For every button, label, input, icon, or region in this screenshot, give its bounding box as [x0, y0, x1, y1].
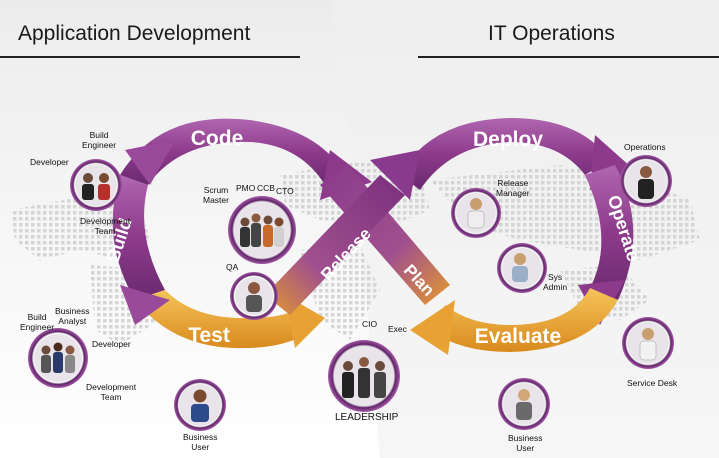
- label-scrum-master: Scrum Master: [203, 185, 229, 205]
- label-cto: CTO: [276, 186, 294, 196]
- avatar-leadership: [328, 340, 400, 412]
- label-operations: Operations: [624, 142, 666, 152]
- label-development-team-top: Development Team: [80, 216, 131, 236]
- label-service-desk: Service Desk: [627, 378, 678, 388]
- label-exec: Exec: [388, 324, 407, 334]
- label-build-engineer-bottom: Build Engineer: [20, 312, 55, 332]
- label-pmo: PMO: [236, 183, 256, 193]
- center-crossing: [265, 150, 450, 315]
- avatar-qa: [230, 272, 278, 320]
- header-it-operations: IT Operations: [488, 22, 615, 45]
- label-developer-bottom: Developer: [92, 339, 131, 349]
- label-cio: CIO: [362, 319, 378, 329]
- label-release-manager: Release Manager: [496, 178, 530, 198]
- label-qa: QA: [226, 262, 239, 272]
- phase-test: Test: [188, 324, 230, 347]
- avatar-dev-team-bottom: [28, 328, 88, 388]
- avatar-release-manager: [451, 188, 501, 238]
- label-leadership: LEADERSHIP: [335, 412, 399, 423]
- avatar-business-user-right: [498, 378, 550, 430]
- avatars: [28, 155, 674, 431]
- label-development-team-bottom: Development Team: [86, 382, 137, 402]
- phase-code: Code: [191, 127, 244, 150]
- avatar-operations: [620, 155, 672, 207]
- avatar-dev-team-top: [70, 159, 122, 211]
- avatar-sys-admin: [497, 243, 547, 293]
- header-application-development: Application Development: [18, 22, 251, 45]
- label-sys-admin: Sys Admin: [543, 272, 568, 292]
- right-loop: [400, 118, 640, 355]
- avatar-scrum-team: [228, 196, 296, 264]
- phase-deploy: Deploy: [473, 128, 543, 151]
- phase-evaluate: Evaluate: [475, 325, 561, 348]
- label-business-analyst: Business Analyst: [55, 306, 90, 326]
- label-ccb: CCB: [257, 183, 275, 193]
- label-business-user-left: Business User: [183, 432, 218, 452]
- header-right-underline: [418, 56, 719, 58]
- avatar-service-desk: [622, 317, 674, 369]
- label-developer-top: Developer: [30, 157, 69, 167]
- avatar-business-user-left: [174, 379, 226, 431]
- label-build-engineer-top: Build Engineer: [82, 130, 117, 150]
- header-left-underline: [0, 56, 300, 58]
- label-business-user-right: Business User: [508, 433, 543, 453]
